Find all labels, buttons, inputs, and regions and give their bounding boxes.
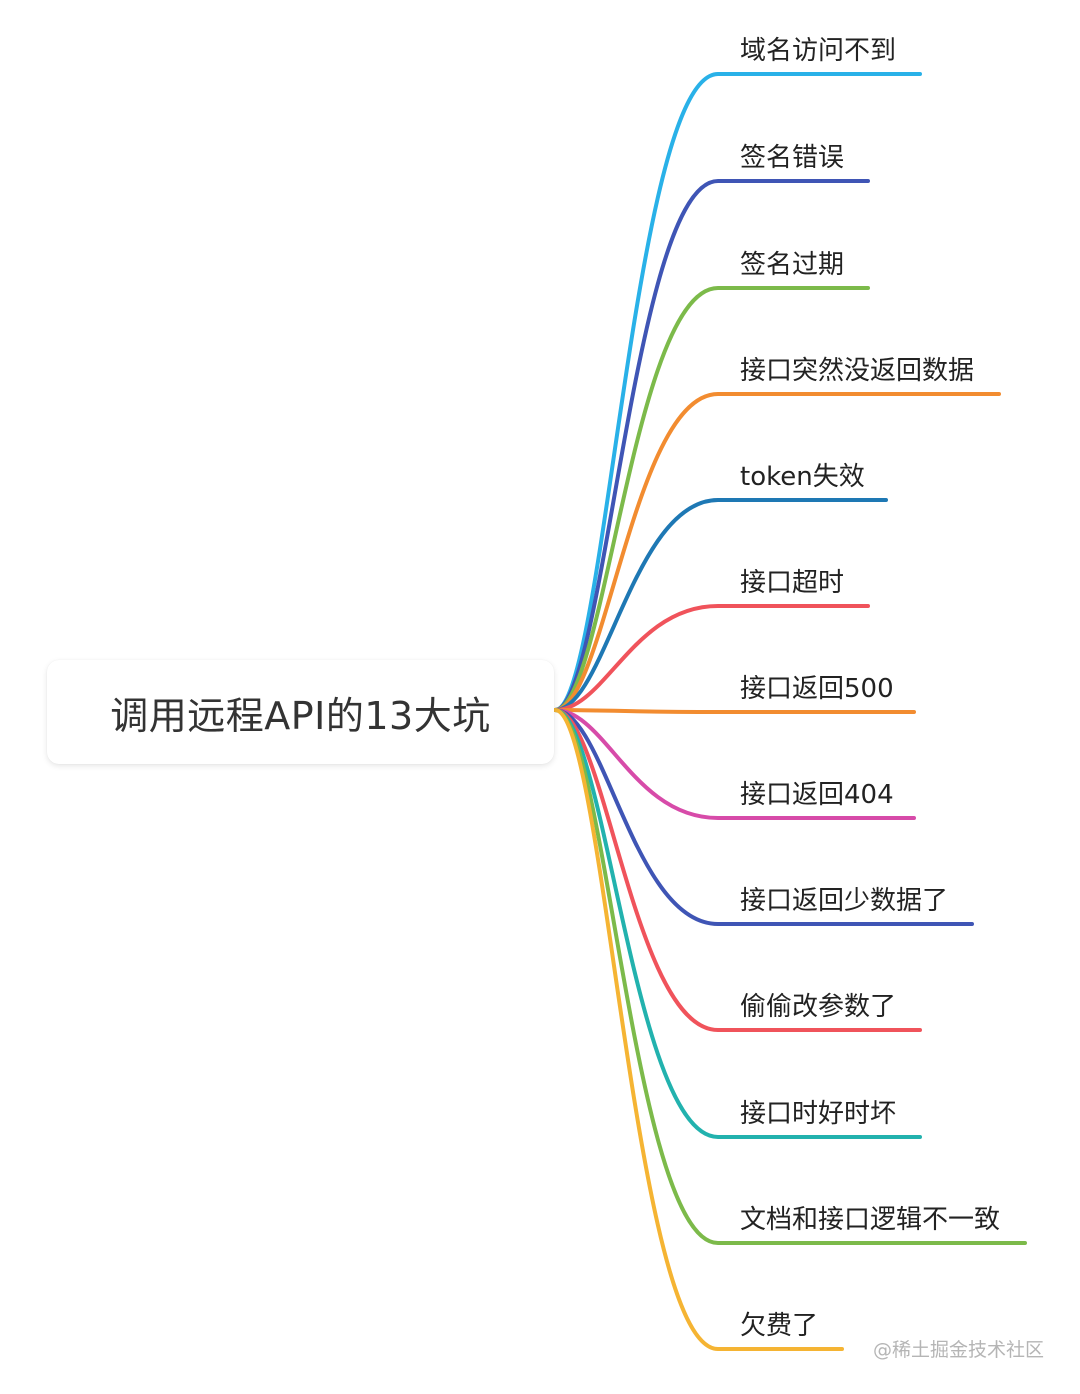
branch-topic-6[interactable]: 接口超时 [740, 568, 845, 598]
branch-connector-6 [553, 604, 870, 712]
branch-connector-8 [553, 708, 916, 820]
branch-topic-2[interactable]: 签名错误 [740, 143, 845, 173]
branch-topic-7[interactable]: 接口返回500 [740, 674, 894, 704]
branch-topic-1[interactable]: 域名访问不到 [740, 36, 897, 66]
watermark: @稀土掘金技术社区 [872, 1339, 1044, 1361]
branch-connector-3 [553, 286, 870, 712]
branch-topic-8[interactable]: 接口返回404 [740, 780, 894, 810]
branch-connector-10 [553, 708, 922, 1032]
branch-topic-5[interactable]: token失效 [740, 462, 865, 492]
root-topic-node[interactable]: 调用远程API的13大坑 [47, 660, 554, 764]
branch-connector-9 [553, 708, 974, 926]
branch-topic-13[interactable]: 欠费了 [740, 1311, 819, 1341]
branch-topic-11[interactable]: 接口时好时坏 [740, 1099, 897, 1129]
branch-connector-2 [553, 179, 870, 712]
branch-connector-7 [553, 708, 916, 714]
branch-topic-3[interactable]: 签名过期 [740, 250, 845, 280]
root-topic-title: 调用远程API的13大坑 [110, 693, 491, 738]
branch-connector-13 [553, 708, 844, 1351]
branch-topic-4[interactable]: 接口突然没返回数据 [740, 356, 975, 386]
branch-topic-12[interactable]: 文档和接口逻辑不一致 [740, 1205, 1001, 1235]
branch-connector-5 [553, 498, 888, 712]
branch-connector-1 [553, 72, 922, 712]
branch-connector-4 [553, 392, 1001, 712]
branch-topic-10[interactable]: 偷偷改参数了 [740, 992, 897, 1022]
branch-topic-9[interactable]: 接口返回少数据了 [740, 886, 949, 916]
